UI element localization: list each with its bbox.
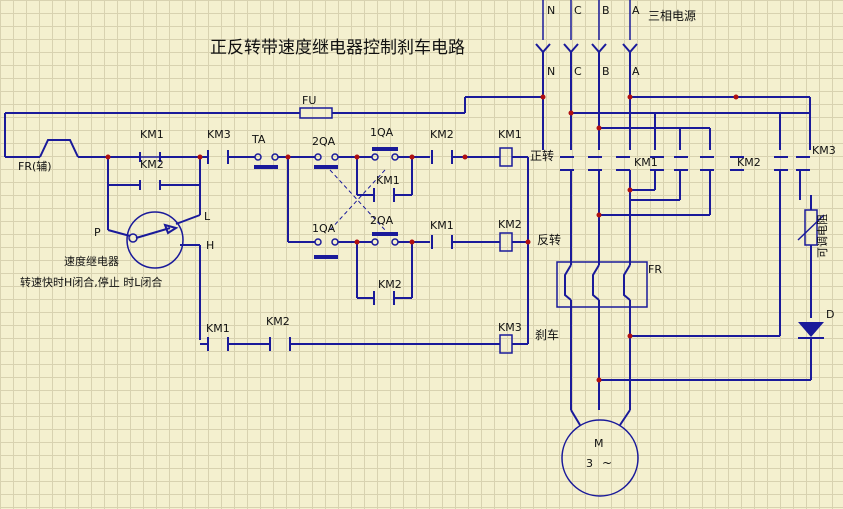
km1-coil: [499, 147, 513, 167]
speed-relay-section: [107, 157, 201, 340]
power-contactors: [560, 96, 811, 265]
phase-label-c-top: C: [574, 4, 582, 17]
speed-relay-note: 转速快时H闭合,停止 时L闭合: [20, 275, 162, 289]
supply-label: 三相电源: [648, 9, 696, 23]
km1-hold-label: KM1: [376, 174, 400, 187]
km3-power-label: KM3: [812, 144, 836, 157]
fuse-fu: [299, 107, 333, 119]
qa1-bottom-label: 1QA: [312, 222, 336, 235]
control-main-line: [5, 139, 528, 169]
diagram-title: 正反转带速度继电器控制刹车电路: [210, 38, 465, 58]
km1-brake-label: KM1: [206, 322, 230, 335]
ta-label: TA: [251, 133, 266, 146]
control-reverse-line: [287, 157, 528, 305]
phase-label-a-bottom: A: [632, 65, 640, 78]
km3-coil-label: KM3: [498, 321, 522, 334]
motor-phase-label: 3: [586, 457, 593, 470]
km1-power-label: KM1: [634, 156, 658, 169]
speed-relay-label: 速度继电器: [64, 254, 119, 268]
km2-power-label: KM2: [737, 156, 761, 169]
fr-aux-contact: [39, 139, 79, 158]
control-brake-line: [200, 157, 529, 354]
phase-label-n-top: N: [547, 4, 555, 17]
h-terminal-label: H: [206, 239, 214, 252]
km3-no-label: KM3: [207, 128, 231, 141]
control-top-rail: FU: [4, 94, 543, 157]
supply-lines: [535, 0, 638, 150]
km3-coil: [499, 334, 513, 354]
km1-nc-rev-label: KM1: [430, 219, 454, 232]
fr-aux-label: FR(辅): [18, 159, 52, 173]
forward-label: 正转: [530, 148, 554, 163]
p-terminal-label: P: [94, 226, 101, 239]
qa2-bottom-label: 2QA: [370, 214, 394, 227]
km2-brake-label: KM2: [266, 315, 290, 328]
phase-label-a-top: A: [632, 4, 640, 17]
brake-label: 刹车: [535, 327, 559, 342]
km2-nc-label: KM2: [430, 128, 454, 141]
qa2-top-label: 2QA: [312, 135, 336, 148]
fr-label: FR: [648, 263, 662, 276]
km2-coil-label: KM2: [498, 218, 522, 231]
km2-aux-label: KM2: [140, 158, 164, 171]
km2-hold-label: KM2: [378, 278, 402, 291]
fuse-label: FU: [302, 94, 316, 107]
reverse-label: 反转: [537, 232, 561, 247]
l-terminal-label: L: [204, 210, 211, 223]
adj-resistor-label: 可调电阻: [816, 214, 829, 258]
motor-ac-label: ~: [602, 456, 612, 470]
motor-label: M: [594, 437, 604, 450]
phase-label-n-bottom: N: [547, 65, 555, 78]
km2-coil: [499, 232, 513, 252]
motor: [561, 409, 639, 497]
qa1-top-label: 1QA: [370, 126, 394, 139]
diode-label: D: [826, 308, 834, 321]
km1-coil-label: KM1: [498, 128, 522, 141]
phase-label-b-bottom: B: [602, 65, 610, 78]
junctions: [105, 94, 739, 383]
diode: [798, 322, 824, 337]
brake-dc-circuit: [599, 170, 825, 381]
phase-label-b-top: B: [602, 4, 610, 17]
phase-label-c-bottom: C: [574, 65, 582, 78]
thermal-relay-fr: [556, 261, 648, 410]
km1-nc-label: KM1: [140, 128, 164, 141]
speed-relay-body: [126, 211, 184, 269]
